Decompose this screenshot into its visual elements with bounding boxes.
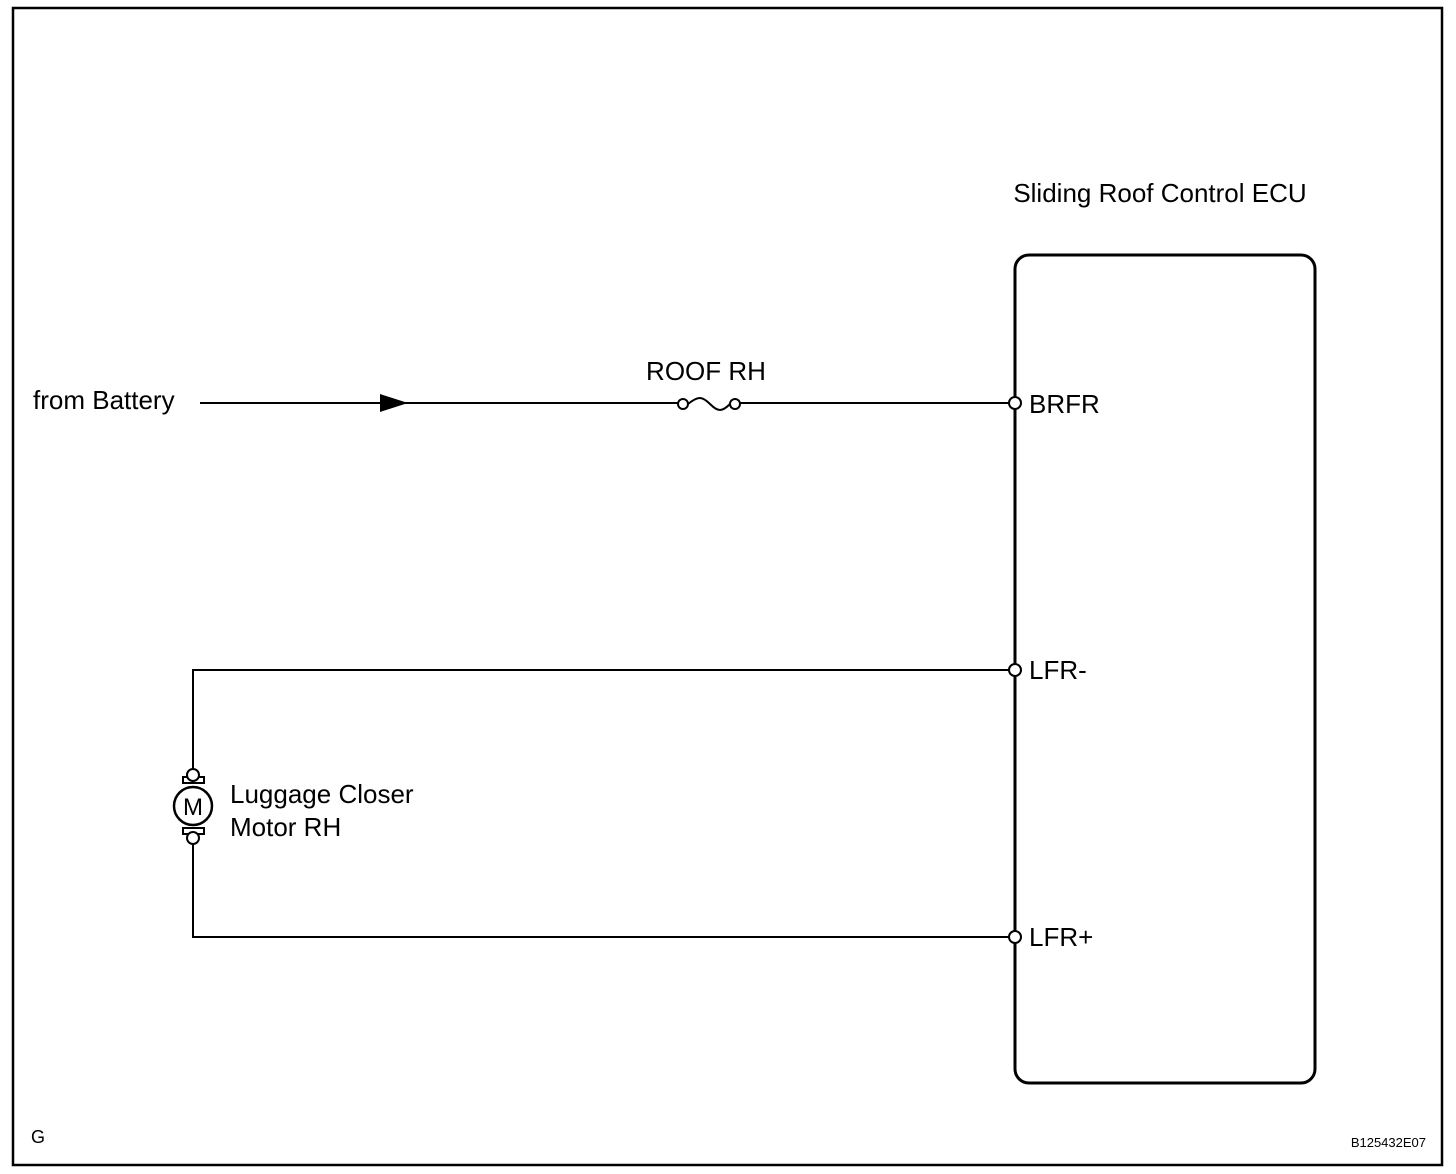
terminal-lfr-minus-label: LFR- xyxy=(1029,655,1087,685)
motor-symbol-letter: M xyxy=(183,794,203,821)
fuse-icon xyxy=(677,397,741,411)
fuse-label: ROOF RH xyxy=(646,356,766,386)
figure-code: B125432E07 xyxy=(1351,1135,1426,1150)
motor-icon: M xyxy=(172,768,214,845)
terminal-brfr-label: BRFR xyxy=(1029,389,1100,419)
lfr-minus-wire xyxy=(192,669,1009,770)
direction-arrow-icon xyxy=(380,394,408,412)
motor-name-line2: Motor RH xyxy=(230,812,341,842)
lfr-plus-wire xyxy=(192,843,1009,938)
motor-name-line1: Luggage Closer xyxy=(230,779,414,809)
diagram-frame xyxy=(11,6,1444,1167)
corner-letter: G xyxy=(31,1127,45,1147)
terminal-lfr-minus xyxy=(1008,663,1022,677)
terminal-lfr-plus xyxy=(1008,930,1022,944)
battery-source-label: from Battery xyxy=(33,385,175,415)
ecu-title: Sliding Roof Control ECU xyxy=(1013,178,1306,208)
terminal-lfr-plus-label: LFR+ xyxy=(1029,922,1093,952)
terminal-brfr xyxy=(1008,396,1022,410)
